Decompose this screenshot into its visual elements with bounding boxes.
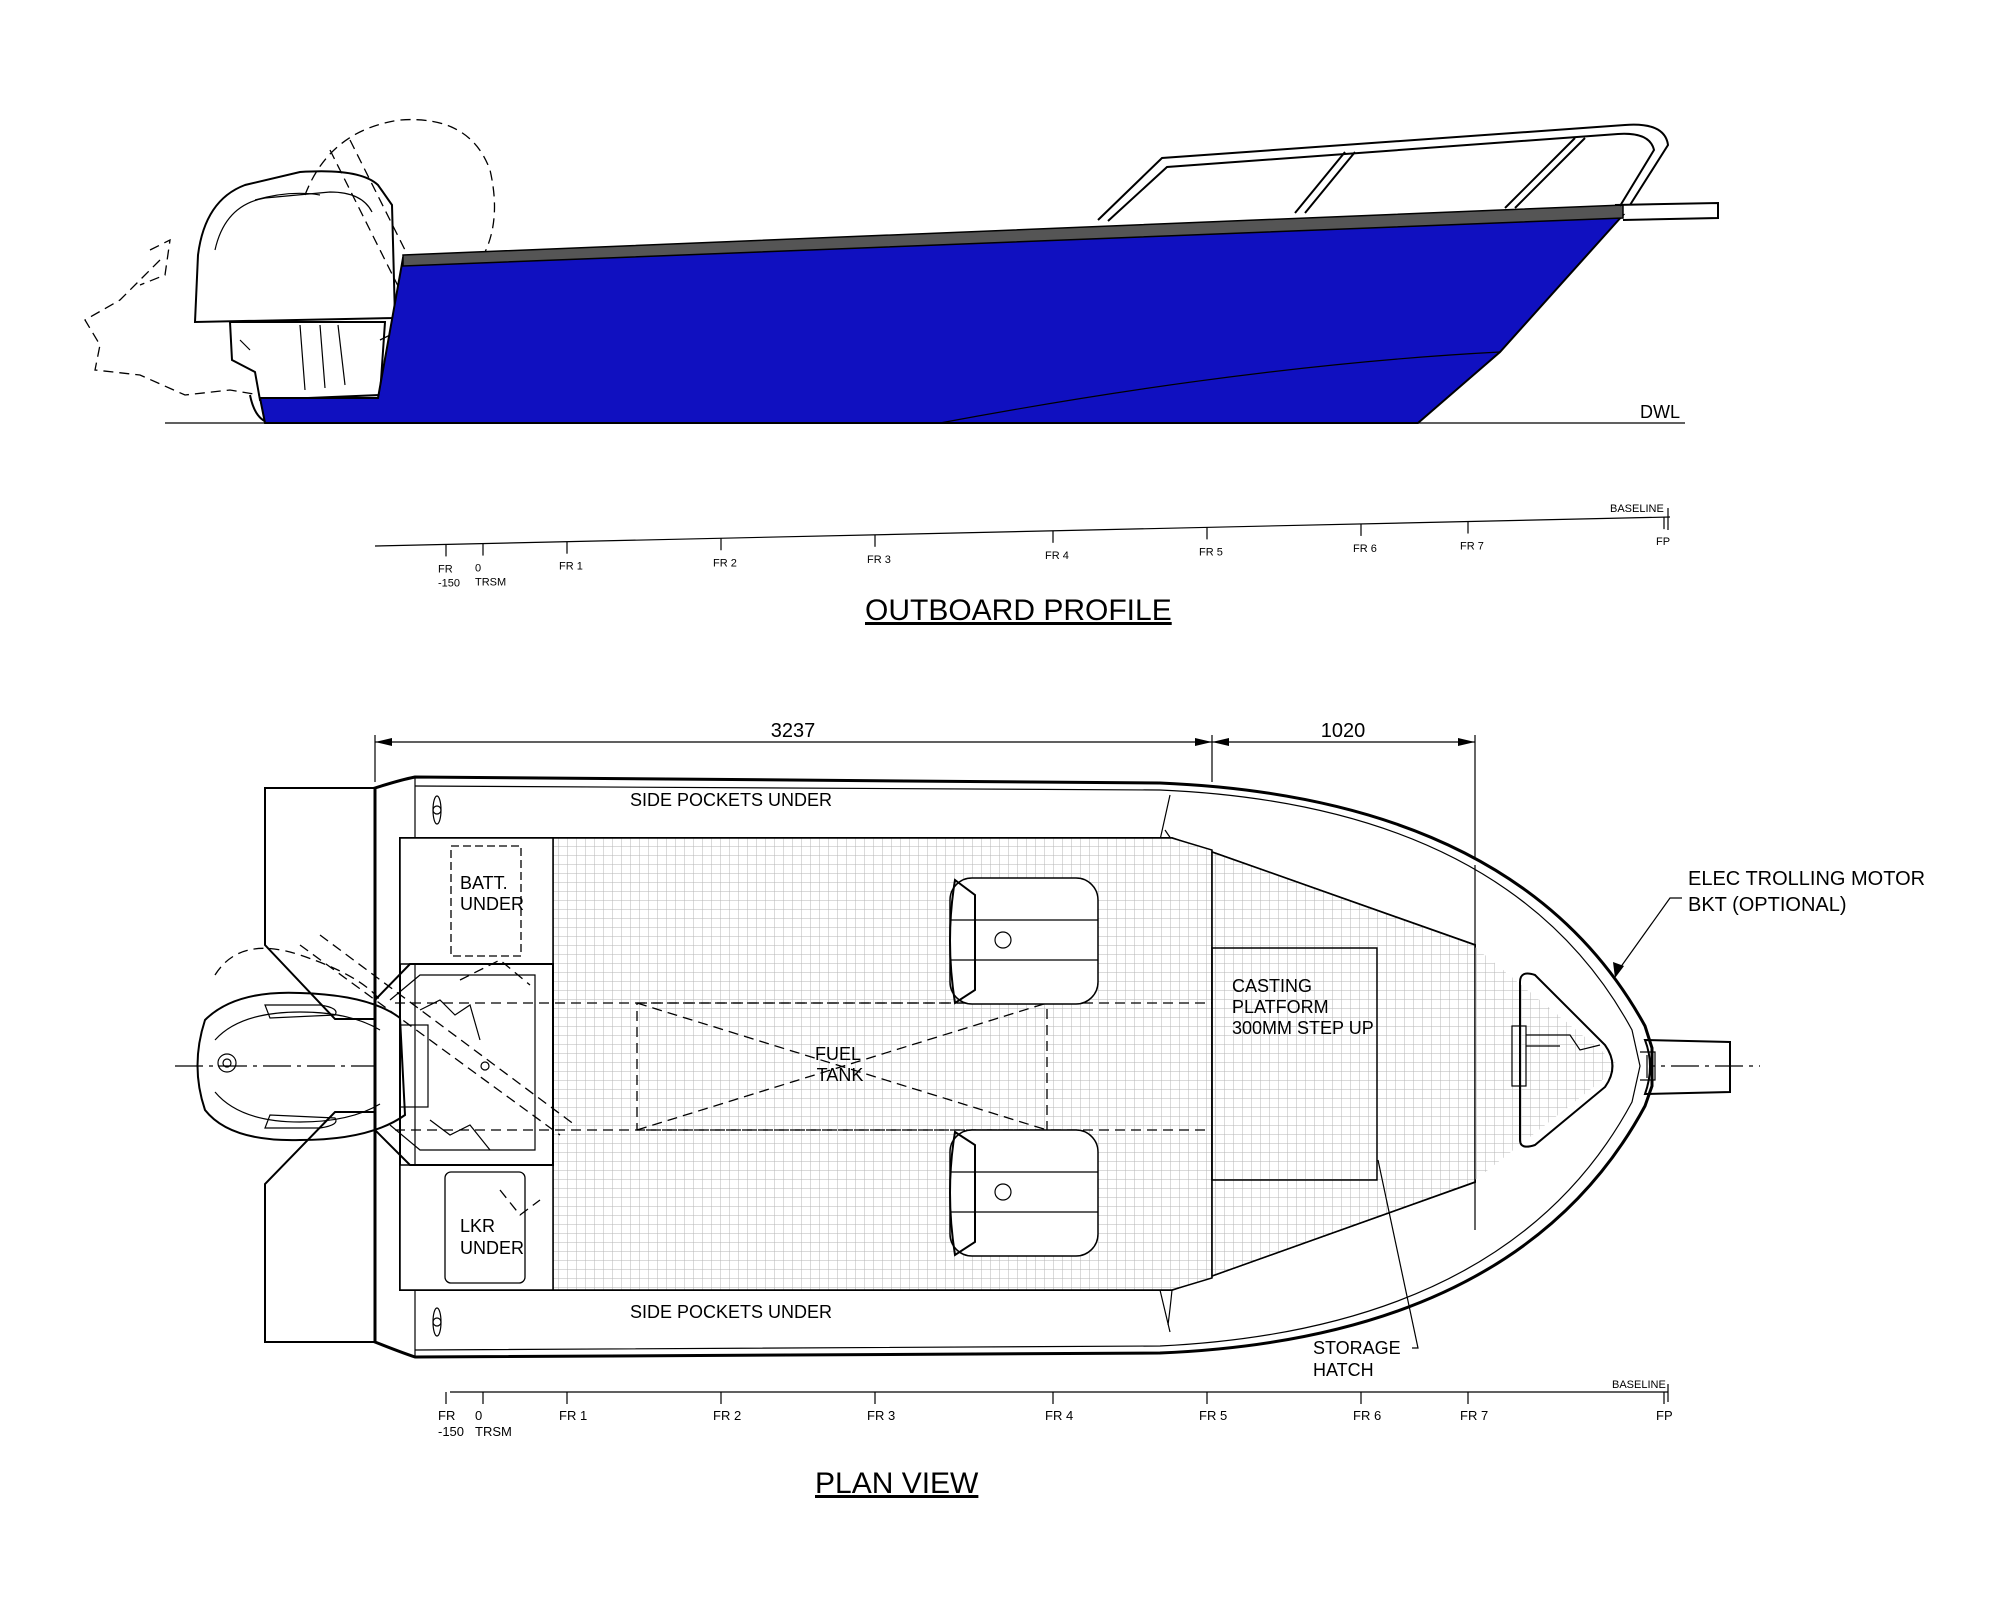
frame-label: FR 7 (1460, 1408, 1488, 1423)
lkr-label-1: LKR (460, 1216, 495, 1236)
frame-label: FR 5 (1199, 1408, 1227, 1423)
frame-sublabel: -150 (438, 1424, 464, 1439)
batt-label-2: UNDER (460, 894, 524, 914)
storage-label-1: STORAGE (1313, 1338, 1401, 1358)
fuel-label-1: FUEL (815, 1044, 861, 1064)
frame-label: 0 (475, 1408, 482, 1423)
lkr-box (444, 1171, 526, 1284)
frame-sublabel: TRSM (475, 1424, 512, 1439)
plan-outboard-motor (196, 934, 576, 1216)
frame-label: FP (1656, 1408, 1673, 1423)
side-pockets-top-label: SIDE POCKETS UNDER (630, 790, 832, 810)
frame-label: FR 1 (559, 561, 583, 573)
outboard-profile: DWL (84, 118, 1719, 627)
main-floor (552, 837, 1213, 1291)
frame-label: FR 3 (867, 554, 891, 566)
frame-label: FR 4 (1045, 550, 1069, 562)
fuel-label-2: TANK (817, 1065, 864, 1085)
seat-port (949, 877, 1099, 1005)
plan-bow-nose (1643, 1038, 1731, 1096)
casting-label-2: PLATFORM (1232, 997, 1329, 1017)
frame-label: FR 3 (867, 1408, 895, 1423)
batt-box (450, 845, 522, 957)
plan-gunwale-inner (414, 785, 1641, 1351)
side-pockets-bottom-label: SIDE POCKETS UNDER (630, 1302, 832, 1322)
storage-label-2: HATCH (1313, 1360, 1374, 1380)
trolling-motor-bracket (1511, 972, 1656, 1148)
frame-sublabel: -150 (438, 577, 460, 589)
frame-label: FR 2 (713, 1408, 741, 1423)
seat-stbd (949, 1129, 1099, 1257)
frame-label: FR 2 (713, 557, 737, 569)
frame-label: FR 6 (1353, 543, 1377, 555)
profile-gunwale (402, 204, 1624, 267)
dimension-aft: 3237 (771, 720, 816, 742)
bow-deck-floor (1475, 947, 1620, 1180)
profile-baseline-label: BASELINE (1610, 503, 1664, 515)
frame-label: FP (1656, 536, 1670, 548)
profile-bow-deck (1614, 201, 1719, 221)
cleat-stbd (432, 1307, 442, 1337)
frame-label: FR 4 (1045, 1408, 1073, 1423)
profile-hull (258, 213, 1626, 424)
profile-bow-rail (1097, 123, 1670, 222)
profile-title: OUTBOARD PROFILE (865, 594, 1172, 627)
plan-view: 3237 1020 (175, 720, 1925, 1500)
trolling-label-1: ELEC TROLLING MOTOR (1688, 868, 1925, 890)
frame-label: FR (438, 1408, 455, 1423)
frame-label: FR 1 (559, 1408, 587, 1423)
casting-label-1: CASTING (1232, 976, 1312, 996)
frame-label: FR (438, 563, 453, 575)
frame-label: FR 7 (1460, 541, 1484, 553)
casting-label-3: 300MM STEP UP (1232, 1018, 1374, 1038)
profile-chine (939, 351, 1501, 424)
cleat-port (432, 795, 442, 825)
dimension-fwd: 1020 (1321, 720, 1366, 742)
storage-leader (1377, 1159, 1419, 1349)
batt-label-1: BATT. (460, 873, 508, 893)
stbd-pod (264, 1111, 376, 1343)
frame-label: FR 6 (1353, 1408, 1381, 1423)
frame-label: 0 (475, 563, 481, 575)
frame-sublabel: TRSM (475, 577, 506, 589)
port-pod (264, 787, 376, 1020)
batt-compartment (399, 837, 554, 965)
profile-outboard-motor (193, 170, 397, 424)
plan-title: PLAN VIEW (815, 1467, 979, 1500)
frame-label: FR 5 (1199, 546, 1223, 558)
trolling-leader (1614, 897, 1682, 976)
plan-dimensions: 3237 1020 (374, 720, 1476, 865)
trolling-label-2: BKT (OPTIONAL) (1688, 894, 1847, 916)
lkr-label-2: UNDER (460, 1238, 524, 1258)
lkr-compartment (399, 1164, 554, 1291)
dwl-label: DWL (1640, 402, 1680, 422)
plan-baseline-label: BASELINE (1612, 1379, 1666, 1391)
